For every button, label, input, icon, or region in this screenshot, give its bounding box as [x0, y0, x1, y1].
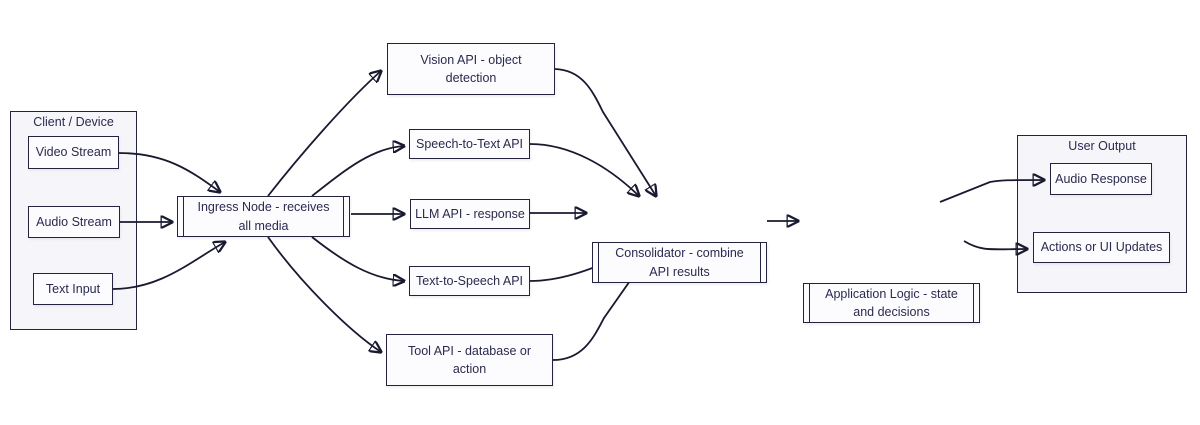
node-audio-response: Audio Response: [1050, 163, 1152, 195]
edge-stt-to-consolidator: [529, 143, 639, 196]
edge-video-to-ingress: [118, 152, 220, 192]
node-actions-ui-updates: Actions or UI Updates: [1033, 232, 1170, 263]
node-speech-to-text-api: Speech-to-Text API: [409, 129, 530, 159]
cluster-user-output: User Output: [1017, 135, 1187, 293]
node-ingress: Ingress Node - receives all media: [177, 196, 350, 237]
edge-applogic-to-audioresponse: [939, 180, 1044, 203]
edge-ingress-to-stt: [311, 146, 404, 197]
node-tool-api: Tool API - database or action: [386, 334, 553, 386]
edge-vision-to-consolidator: [554, 68, 656, 196]
node-vision-api: Vision API - object detection: [387, 43, 555, 95]
node-text-to-speech-api: Text-to-Speech API: [409, 266, 530, 296]
node-audio-stream: Audio Stream: [28, 206, 120, 238]
edge-applogic-to-actions: [963, 240, 1027, 249]
edge-textinput-to-ingress: [112, 242, 225, 290]
edge-ingress-to-tool: [267, 236, 381, 352]
node-llm-api: LLM API - response: [410, 199, 530, 229]
edge-ingress-to-vision: [267, 71, 381, 197]
edge-ingress-to-tts: [311, 236, 404, 281]
cluster-client-device-title: Client / Device: [33, 115, 114, 129]
node-video-stream: Video Stream: [28, 136, 119, 169]
cluster-user-output-title: User Output: [1068, 139, 1136, 153]
node-consolidator: Consolidator - combine API results: [592, 242, 767, 283]
edge-tool-to-consolidator: [552, 248, 653, 361]
node-text-input: Text Input: [33, 273, 113, 305]
node-application-logic: Application Logic - state and decisions: [803, 283, 980, 323]
